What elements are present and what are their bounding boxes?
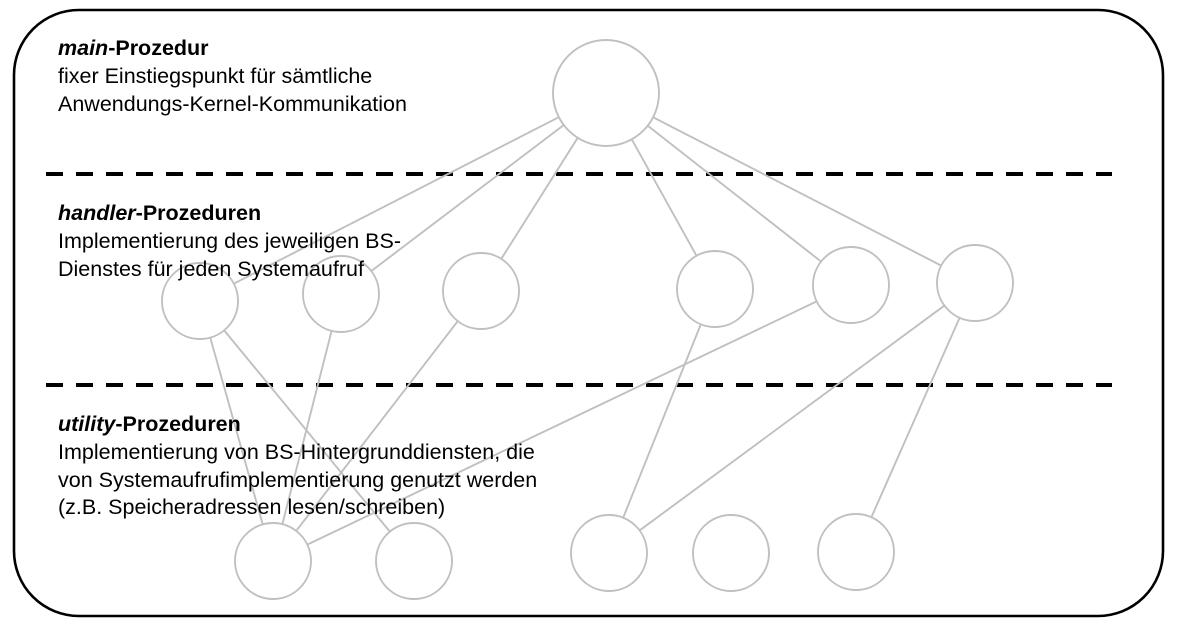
graph-node-handler-h4 <box>812 246 890 324</box>
layer-edges <box>209 116 961 546</box>
graph-edge-h4-u0 <box>306 300 818 546</box>
section-keyword-handler: handler <box>58 201 136 225</box>
graph-node-handler-h2 <box>442 252 520 330</box>
graph-node-handler-h1 <box>302 255 380 333</box>
graph-edge-m0-h3 <box>630 138 698 257</box>
graph-node-utility-u1 <box>375 522 453 600</box>
graph-node-utility-u3 <box>692 514 770 592</box>
section-title-handler: handler-Prozeduren <box>58 200 401 227</box>
section-label-main: main-Prozedur fixer Einstiegspunkt für s… <box>58 35 407 118</box>
section-title-suffix-main: -Prozedur <box>108 36 209 60</box>
frame-group <box>12 8 1165 618</box>
layer-nodes <box>161 39 1014 600</box>
section-title-main: main-Prozedur <box>58 35 407 62</box>
graph-node-utility-u4 <box>817 513 895 591</box>
section-keyword-main: main <box>58 36 109 60</box>
graph-edge-m0-h5 <box>652 116 943 267</box>
graph-edge-h2-u0 <box>295 320 459 532</box>
graph-edge-m0-h0 <box>232 116 560 285</box>
graph-edge-m0-h4 <box>646 124 823 263</box>
graph-edge-h3-u2 <box>622 323 702 519</box>
section-title-utility: utility-Prozeduren <box>58 411 537 438</box>
graph-node-handler-h3 <box>676 250 754 328</box>
section-label-utility: utility-Prozeduren Implementierung von B… <box>58 411 537 522</box>
graph-edge-h0-u0 <box>209 336 264 526</box>
section-label-handler: handler-Prozeduren Implementierung des j… <box>58 200 401 283</box>
section-description-handler: Implementierung des jeweiligen BS- Diens… <box>58 229 401 281</box>
section-title-suffix-utility: -Prozeduren <box>115 412 241 436</box>
section-description-main: fixer Einstiegspunkt für sämtliche Anwen… <box>58 64 407 116</box>
graph-node-handler-h5 <box>936 244 1014 322</box>
graph-edge-m0-h1 <box>370 124 565 272</box>
graph-node-main-m0 <box>552 39 660 147</box>
graph-node-utility-u0 <box>234 522 312 600</box>
graph-edge-h1-u0 <box>281 329 333 526</box>
graph-edge-h5-u4 <box>870 316 961 519</box>
graph-edge-m0-h2 <box>500 136 579 260</box>
graph-node-handler-h0 <box>161 262 239 340</box>
section-description-utility: Implementierung von BS-Hintergrunddienst… <box>58 440 538 519</box>
section-keyword-utility: utility <box>58 412 116 436</box>
diagram-frame <box>12 8 1165 618</box>
section-title-suffix-handler: -Prozeduren <box>135 201 262 225</box>
graph-node-utility-u2 <box>570 514 648 592</box>
graph-edge-h5-u2 <box>638 304 946 532</box>
